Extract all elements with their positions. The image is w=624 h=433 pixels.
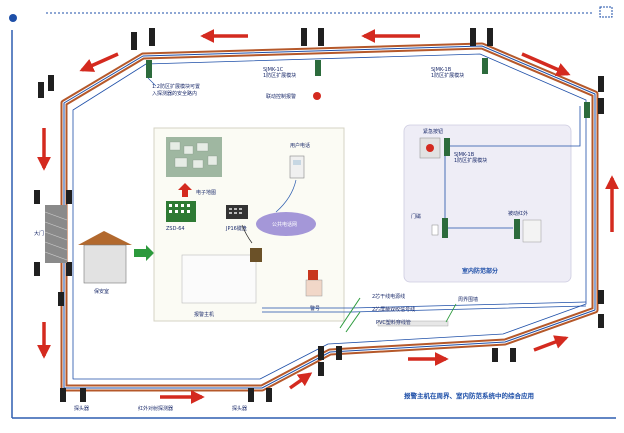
detector-post: [66, 190, 72, 204]
indoor-panel-box: [403, 124, 572, 283]
extension-module-3: [482, 58, 488, 74]
flow-arrow-bottom-4: [533, 335, 569, 352]
module2-model: SJMK-1B: [431, 67, 452, 73]
user-phone-label: 用户电话: [290, 142, 310, 149]
detector-post: [131, 32, 137, 50]
detector-post: [266, 388, 272, 402]
detector-posts: [34, 28, 604, 402]
diagram-caption: 报警主机在周界、室内防范系统中的综合应用: [404, 391, 534, 400]
passive-ir-icon: [522, 219, 542, 243]
door-magnet-label: 门磁: [411, 213, 421, 220]
detector-post: [48, 75, 54, 91]
detector-left-label: 探头器: [74, 405, 89, 412]
emergency-button-label: 紧急按钮: [423, 128, 443, 135]
detector-post: [58, 292, 64, 306]
detector-post: [34, 262, 40, 276]
detector-post: [470, 28, 476, 46]
module3-desc: 1防区扩展模块: [454, 157, 487, 164]
alarm-host-device: [250, 248, 262, 262]
detector-post: [487, 28, 493, 46]
detector-post: [598, 314, 604, 328]
siren-label: 警号: [310, 305, 320, 312]
detector-post: [248, 388, 254, 402]
bus-label-2: 2芯屏蔽双绞信号线: [372, 306, 415, 313]
indoor-module-3: [514, 219, 520, 239]
guard-room-label: 保安室: [94, 288, 109, 295]
fence-label: 周界围墙: [458, 296, 478, 303]
detector-post: [492, 348, 498, 362]
siren-icon: [305, 279, 323, 297]
detector-post: [318, 362, 324, 376]
extension-modules: [146, 58, 590, 118]
module3-model: SJMK-1B: [454, 152, 475, 158]
detector-post: [34, 190, 40, 204]
flow-arrow-bottom-2: [288, 372, 313, 390]
indoor-module-1: [444, 138, 450, 156]
detector-post: [598, 76, 604, 92]
module1-desc: 1防区扩展模块: [263, 72, 296, 79]
linkage-alarm-label: 联动控制报警: [266, 93, 296, 100]
green-arrow-icon: [134, 245, 154, 261]
door-magnet-icon: [431, 224, 439, 236]
alarm-host-label: 报警主机: [194, 311, 214, 318]
corner-dot-icon: [9, 14, 17, 22]
detector-post: [80, 388, 86, 402]
extension-module-4: [584, 102, 590, 118]
detector-post: [336, 346, 342, 360]
e-map-label: 电子地图: [196, 189, 216, 196]
gate-label: 大门: [34, 230, 44, 237]
extension-module-2: [315, 60, 321, 76]
detector-post: [66, 262, 72, 276]
corner-square-icon: [599, 6, 613, 18]
ir-detector-label: 红外对射探测器: [138, 405, 173, 412]
detector-post: [318, 346, 324, 360]
detector-post: [301, 28, 307, 46]
passive-ir-label: 被动红外: [508, 210, 528, 217]
detector-post: [318, 28, 324, 46]
keypad-label: JP16键盘: [225, 225, 247, 232]
up-arrow-icon: [178, 183, 192, 197]
indoor-section-title: 室内防范部分: [462, 267, 498, 275]
flow-arrows: [37, 29, 619, 404]
flow-arrow-top-left: [79, 52, 119, 72]
detector-post: [38, 82, 44, 98]
detector-post: [598, 290, 604, 304]
bus-label-3: PVC塑料穿线管: [376, 319, 411, 326]
detector-post: [149, 28, 155, 46]
module1-model: SJMK-1C: [263, 67, 284, 73]
note-label-2: 入探测器的安全路内: [152, 90, 197, 97]
perimeter-cable: [60, 42, 599, 392]
indoor-module-2: [442, 218, 448, 238]
pvc-conduit: [377, 320, 449, 327]
alarm-light-icon: [313, 92, 321, 100]
public-phone-network: [256, 212, 316, 236]
zsd-label: ZSD-64: [166, 226, 185, 232]
flow-arrow-top-right: [521, 52, 571, 76]
module2-desc: 1防区扩展模块: [431, 72, 464, 79]
bus-label-1: 2芯干线电源线: [372, 293, 405, 300]
detector-post: [60, 388, 66, 402]
detector-post: [510, 348, 516, 362]
user-phone-icon: [289, 155, 305, 179]
public-phone-network-label: 公共电话网: [272, 221, 297, 228]
alarm-host-box: [181, 254, 257, 304]
gate-image: [45, 205, 67, 263]
extension-module-1: [146, 60, 152, 78]
note-label-1: 1.2防区扩展模块可置: [152, 83, 200, 90]
detector-post: [598, 98, 604, 114]
guard-house: [78, 231, 132, 284]
detector-right-label: 探头器: [232, 405, 247, 412]
